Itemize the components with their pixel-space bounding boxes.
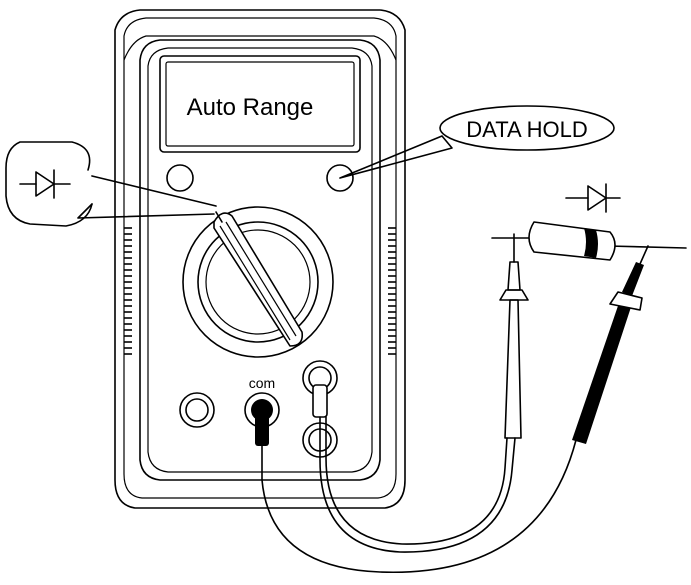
- rotary-selector-switch[interactable]: [182, 206, 334, 358]
- com-label: com: [249, 375, 275, 391]
- display-text: Auto Range: [187, 94, 314, 121]
- left-grip-ribs: [124, 227, 132, 355]
- black-test-lead: [255, 245, 649, 574]
- red-test-lead: [312, 233, 529, 553]
- data-hold-button[interactable]: [326, 164, 354, 192]
- diode-icon: [19, 169, 71, 199]
- lcd-display: Auto Range: [159, 55, 361, 153]
- diode-icon: [565, 183, 621, 213]
- diode-range-callout: [5, 141, 217, 227]
- data-hold-label: DATA HOLD: [466, 117, 587, 142]
- jack-left[interactable]: [179, 392, 215, 428]
- left-function-button[interactable]: [166, 164, 194, 192]
- multimeter-body: [114, 9, 406, 509]
- right-grip-ribs: [388, 227, 396, 355]
- diode-under-test: [491, 221, 687, 261]
- data-hold-callout: DATA HOLD: [339, 105, 615, 179]
